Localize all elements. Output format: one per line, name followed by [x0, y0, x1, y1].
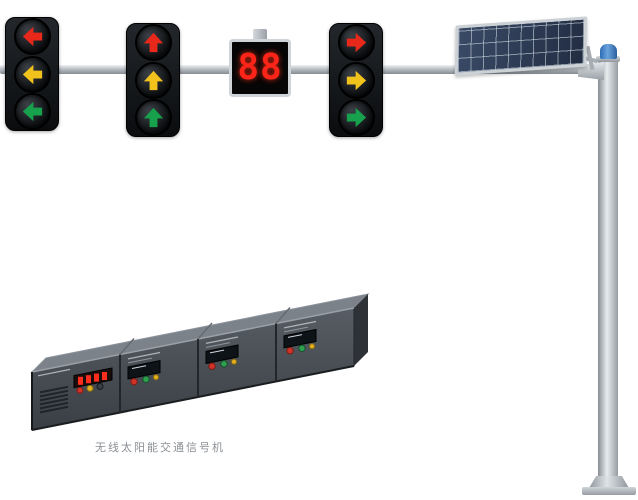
dark-button — [96, 382, 104, 390]
bottom-edge — [31, 365, 355, 431]
arrow-icon — [143, 33, 163, 53]
red-left-arrow-lamp — [13, 18, 51, 56]
pole-collar — [596, 56, 620, 62]
arrow-icon — [346, 33, 366, 53]
green-right-arrow-lamp — [337, 98, 375, 136]
yellow-right-arrow-lamp — [337, 61, 375, 99]
signal-head-right-arrows — [329, 23, 383, 137]
signal-head-left-arrows — [5, 17, 59, 131]
arrow-icon — [143, 70, 163, 90]
red-button — [286, 347, 294, 355]
arrow-icon — [22, 101, 42, 121]
module-seams — [119, 323, 277, 413]
green-button — [298, 344, 306, 353]
yellow-button — [231, 358, 237, 365]
red-right-arrow-lamp — [337, 24, 375, 62]
module-display — [127, 359, 161, 380]
arrow-icon — [346, 107, 366, 127]
pole-base-flange — [589, 476, 629, 488]
signal-head-up-arrows — [126, 23, 180, 137]
countdown-digits: 88 — [237, 47, 283, 88]
vent-grille — [39, 385, 69, 414]
red-button — [208, 362, 216, 370]
green-button — [220, 360, 228, 368]
countdown-display: 88 — [229, 39, 291, 97]
pole-base-plate — [582, 487, 636, 495]
module-display — [205, 344, 239, 365]
yellow-button — [153, 374, 159, 381]
solar-panel — [454, 16, 588, 76]
arrow-icon — [346, 70, 366, 90]
red-button — [130, 378, 138, 386]
arrow-icon — [22, 27, 42, 47]
vertical-pole — [598, 56, 618, 480]
controller-module-4 — [283, 320, 317, 355]
yellow-up-arrow-lamp — [134, 61, 172, 99]
yellow-button — [86, 384, 94, 392]
red-button — [76, 386, 84, 394]
yellow-button — [309, 343, 315, 350]
green-up-arrow-lamp — [134, 98, 172, 136]
signal-controller — [30, 293, 370, 431]
yellow-left-arrow-lamp — [13, 55, 51, 93]
arrow-icon — [22, 64, 42, 84]
product-caption: 无线太阳能交通信号机 — [95, 441, 225, 454]
pole-cap — [600, 44, 617, 59]
controller-right-face — [354, 294, 368, 366]
controller-module-3 — [205, 336, 239, 370]
module-display — [283, 328, 317, 349]
top-edge-highlight — [31, 307, 355, 373]
red-up-arrow-lamp — [134, 24, 172, 62]
mast-arm — [0, 65, 596, 74]
controller-module-2 — [127, 351, 161, 386]
controller-front-face — [31, 307, 355, 431]
controller-module-1 — [37, 367, 113, 414]
module-seams-top — [119, 307, 291, 355]
countdown-bracket — [253, 29, 267, 42]
green-left-arrow-lamp — [13, 92, 51, 130]
led-digits — [78, 372, 107, 385]
arrow-icon — [143, 107, 163, 127]
green-button — [142, 375, 150, 384]
